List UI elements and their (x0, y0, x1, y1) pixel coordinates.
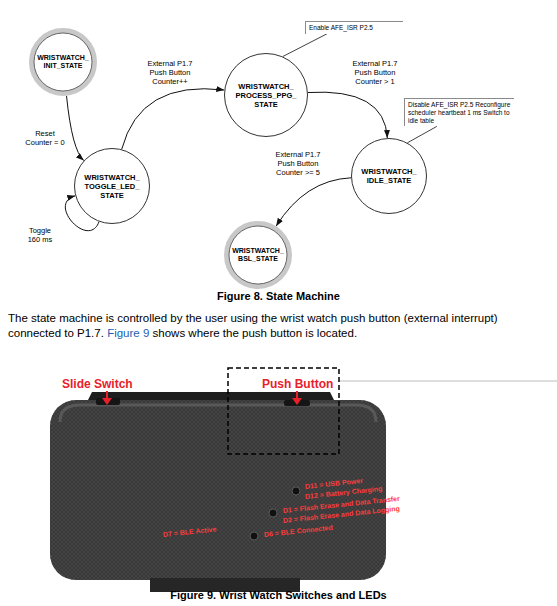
state-circle: WRISTWATCH_ IDLE_STATE (351, 138, 427, 214)
figure-caption: Figure 8. State Machine (0, 290, 557, 302)
body-text: shows where the push button is located. (153, 327, 358, 339)
terminal-state-circle: WRISTWATCH_ BSL_STATE (224, 221, 292, 289)
note-text: Disable AFE_ISR P2.5 Reconfigure schedul… (408, 101, 511, 124)
leader-line (407, 126, 436, 142)
body-paragraph: The state machine is controlled by the u… (8, 311, 549, 341)
state-ring (352, 139, 427, 214)
transition-arrow (308, 92, 387, 138)
state-name: WRISTWATCH_ PROCESS_PPG_ STATE (233, 82, 299, 109)
figure-caption: Figure 9. Wrist Watch Switches and LEDs (0, 589, 557, 601)
led-label: D7 = BLE Active (163, 525, 217, 538)
led-hole (292, 487, 300, 495)
leader-line (283, 34, 327, 57)
state-name: WRISTWATCH_ BSL_STATE (228, 247, 288, 264)
state-name: WRISTWATCH_ TOGGLE_LED_ STATE (80, 173, 144, 200)
state-name: WRISTWATCH_ INIT_STATE (33, 54, 93, 71)
transition-arrow (122, 89, 225, 150)
rule-line (338, 381, 557, 382)
state-ring (75, 149, 150, 224)
led-label: D6 = BLE Connected (264, 524, 333, 538)
led-hole (250, 532, 258, 540)
note-box: Enable AFE_ISR P2.5 (305, 21, 403, 34)
outer-ring (32, 31, 95, 94)
pointer-arrow (106, 391, 108, 399)
callout-label: Slide Switch (62, 377, 133, 391)
body-edge (60, 405, 376, 422)
outer-ring (227, 224, 290, 287)
transition-label: External P1.7 Push Button Counter++ (141, 59, 199, 86)
note-box: Disable AFE_ISR P2.5 Reconfigure schedul… (404, 98, 514, 126)
slide-switch (96, 398, 120, 405)
note-text: Enable AFE_ISR P2.5 (309, 24, 400, 32)
transition-arrow (276, 178, 351, 226)
pointer-head (102, 398, 112, 405)
state-circle: WRISTWATCH_ PROCESS_PPG_ STATE (224, 53, 308, 137)
terminal-state-circle: WRISTWATCH_ INIT_STATE (29, 28, 97, 96)
transition-label: Reset Counter = 0 (22, 129, 68, 147)
highlight-box (228, 368, 339, 454)
transition-arrow (67, 96, 84, 161)
state-ring (225, 54, 308, 137)
pointer-arrow (296, 391, 298, 399)
transition-label: External P1.7 Push Button Counter > 1 (346, 59, 404, 86)
inner-ring (34, 33, 92, 91)
watch-body (50, 400, 386, 580)
transition-label: Toggle 160 ms (23, 226, 57, 244)
watch-texture (50, 400, 386, 580)
figure-reference: Figure 9 (107, 327, 149, 339)
led-hole (269, 509, 277, 517)
callout-label: Push Button (262, 377, 333, 391)
transition-label: External P1.7 Push Button Counter >= 5 (269, 150, 327, 177)
state-circle: WRISTWATCH_ TOGGLE_LED_ STATE (74, 148, 150, 224)
state-name: WRISTWATCH_ IDLE_STATE (357, 167, 421, 185)
inner-ring (229, 226, 287, 284)
pointer-head (292, 398, 302, 405)
